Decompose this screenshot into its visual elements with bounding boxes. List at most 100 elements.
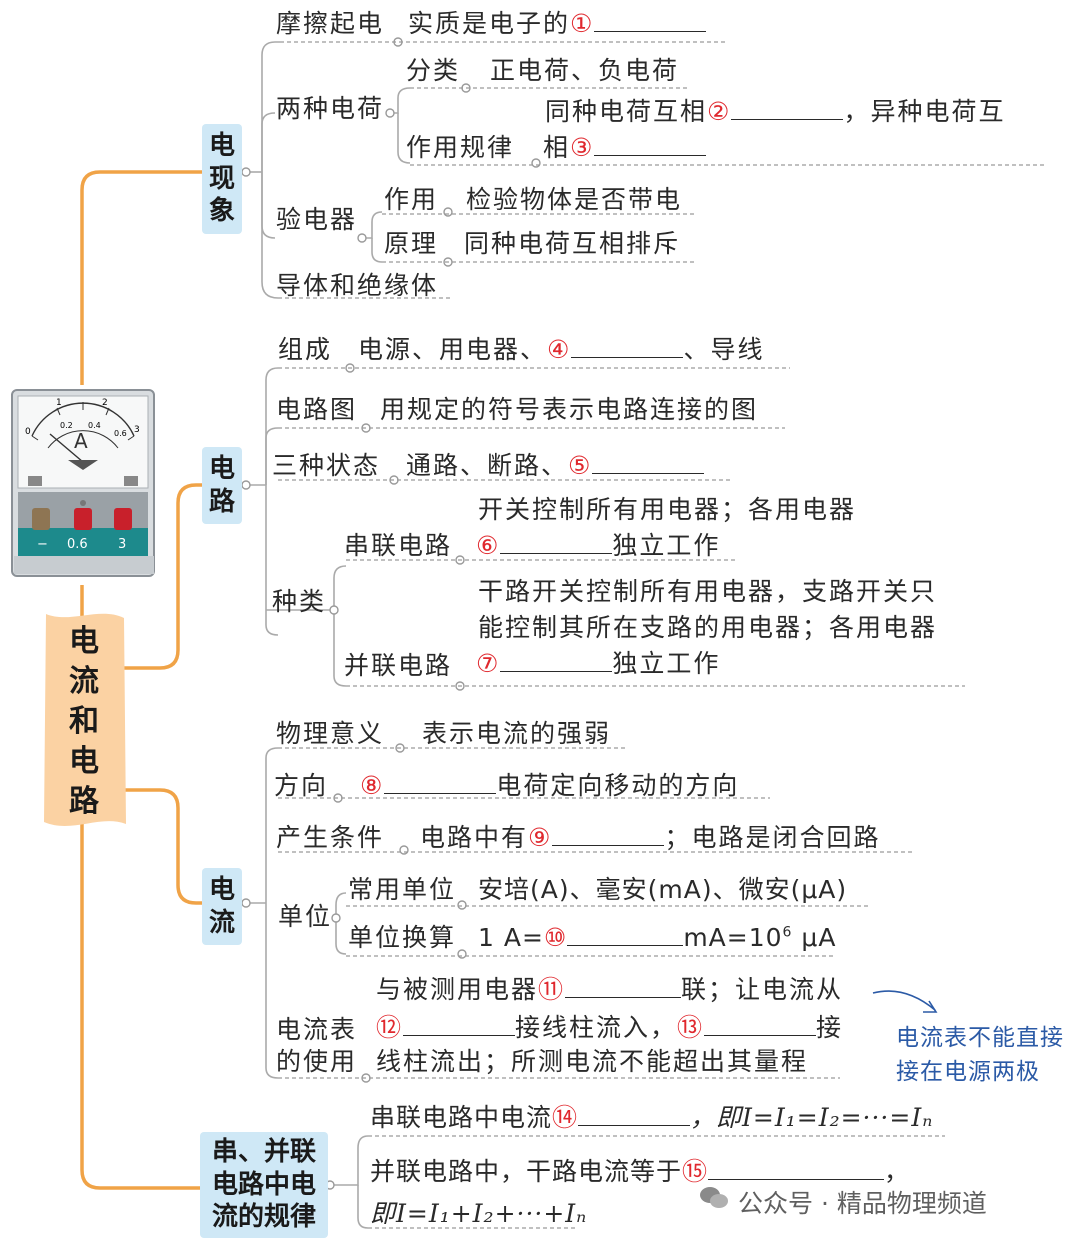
scale-label: 0.6 bbox=[114, 429, 127, 438]
composition-a: 电源、用电器、 bbox=[358, 335, 548, 364]
states-desc: 通路、断路、 bbox=[406, 451, 569, 480]
answer-blank-1 bbox=[594, 30, 707, 32]
answer-blank-12 bbox=[403, 1034, 516, 1036]
answer-blank-4 bbox=[571, 356, 684, 358]
composition-b: 、导线 bbox=[683, 335, 765, 364]
series-law: 串联电路中电流⑭ ，即I=I₁=I₂=···=Iₙ bbox=[370, 1103, 934, 1133]
blank-number-12: ⑫ bbox=[376, 1013, 404, 1042]
parallel-label: 并联电路 bbox=[344, 651, 453, 680]
scale-label: 3 bbox=[134, 425, 140, 435]
answer-blank-13 bbox=[704, 1034, 817, 1036]
electroscope-principle-label: 原理 bbox=[384, 229, 439, 258]
series-law-formula: ，即I=I₁=I₂=···=Iₙ bbox=[690, 1103, 934, 1132]
rule-text-b: ，异种电荷互 bbox=[843, 97, 1006, 126]
answer-blank-14 bbox=[578, 1124, 691, 1126]
condition-text: 电路中有⑨ ；电路是闭合回路 bbox=[420, 823, 881, 853]
answer-blank-10 bbox=[567, 944, 684, 946]
answer-blank-9 bbox=[552, 844, 665, 846]
convert-a: 1 A= bbox=[478, 923, 544, 952]
parallel-desc-line2: 能控制其所在支路的用电器；各用电器 bbox=[478, 613, 938, 642]
answer-blank-5 bbox=[592, 472, 705, 474]
ammeter-illustration: 0 1 2 3 0.2 0.4 0.6 A − 0.6 3 bbox=[11, 389, 155, 577]
ammeter-label-a: 电流表 bbox=[276, 1015, 358, 1044]
states-text: 通路、断路、⑤ bbox=[406, 451, 705, 481]
common-unit-text: 安培(A)、毫安(mA)、微安(μA) bbox=[478, 875, 848, 904]
electroscope-label: 验电器 bbox=[276, 205, 358, 234]
category-current-laws: 串、并联 电路中电 流的规律 bbox=[200, 1132, 328, 1238]
blank-number-15: ⑮ bbox=[682, 1157, 709, 1186]
common-unit-label: 常用单位 bbox=[348, 875, 457, 904]
friction-desc: 实质是电子的 bbox=[408, 9, 571, 38]
friction-text: 实质是电子的① bbox=[408, 9, 707, 39]
electroscope-principle-text: 同种电荷互相排斥 bbox=[464, 229, 681, 258]
scale-label: 0.4 bbox=[88, 421, 101, 430]
rule-text-c: 相 bbox=[543, 133, 571, 162]
parallel-independent: 独立工作 bbox=[612, 649, 721, 678]
types-label: 种类 bbox=[272, 587, 327, 616]
electroscope-use-text: 检验物体是否带电 bbox=[466, 185, 683, 214]
category-line: 电路中电 bbox=[211, 1169, 316, 1200]
convert-b: mA=10 bbox=[683, 923, 783, 952]
answer-blank-7 bbox=[500, 670, 613, 672]
ammeter-note-b: 接在电源两极 bbox=[896, 1059, 1040, 1085]
ammeter-note-a: 电流表不能直接 bbox=[896, 1025, 1064, 1051]
meaning-text: 表示电流的强弱 bbox=[422, 719, 612, 748]
condition-label: 产生条件 bbox=[276, 823, 385, 852]
convert-label: 单位换算 bbox=[348, 923, 457, 952]
central-banner-shape bbox=[44, 613, 126, 826]
series-desc-line1: 开关控制所有用电器；各用电器 bbox=[478, 495, 857, 524]
category-line: 串、并联 bbox=[211, 1137, 316, 1167]
direction-label: 方向 bbox=[274, 771, 329, 800]
condition-a: 电路中有 bbox=[420, 823, 529, 852]
central-title: 电流和电路 bbox=[69, 624, 99, 819]
blank-number-14: ⑭ bbox=[552, 1103, 579, 1132]
wechat-icon bbox=[700, 1185, 730, 1211]
circuit-diagram-text: 用规定的符号表示电路连接的图 bbox=[380, 395, 759, 424]
watermark-text: 公众号 · 精品物理频道 bbox=[738, 1189, 987, 1218]
ammeter-text-b: 联；让电流从 bbox=[681, 975, 844, 1004]
category-current: 电流 bbox=[202, 868, 242, 945]
blank-number-4: ④ bbox=[547, 335, 572, 364]
answer-blank-15 bbox=[708, 1178, 885, 1180]
blank-number-2: ② bbox=[707, 97, 732, 126]
ammeter-text-c: 接线柱流入， bbox=[515, 1013, 678, 1042]
blank-number-11: ⑪ bbox=[538, 975, 566, 1004]
parallel-law-text: 并联电路中，干路电流等于 bbox=[370, 1157, 683, 1186]
scale-label: 0.2 bbox=[60, 421, 73, 430]
series-law-text: 串联电路中电流 bbox=[370, 1103, 553, 1132]
parallel-desc-line1: 干路开关控制所有用电器，支路开关只 bbox=[478, 577, 938, 606]
charges-label: 两种电荷 bbox=[276, 94, 385, 123]
blank-number-1: ① bbox=[570, 9, 595, 38]
states-label: 三种状态 bbox=[272, 451, 381, 480]
meter-unit: A bbox=[74, 429, 88, 453]
terminal-label: − bbox=[37, 537, 48, 552]
parallel-law: 并联电路中，干路电流等于⑮， bbox=[370, 1157, 911, 1186]
friction-label: 摩擦起电 bbox=[276, 9, 385, 38]
answer-blank-6 bbox=[500, 552, 613, 554]
terminal-label: 3 bbox=[118, 537, 126, 552]
direction-desc: 电荷定向移动的方向 bbox=[496, 771, 740, 800]
composition-label: 组成 bbox=[278, 335, 333, 364]
parallel-law-formula: 即I=I₁+I₂+···+Iₙ bbox=[370, 1199, 588, 1228]
answer-blank-8 bbox=[384, 792, 497, 794]
series-independent: 独立工作 bbox=[612, 531, 721, 560]
category-electric-phenomena: 电现象 bbox=[202, 124, 242, 234]
composition-text: 电源、用电器、④ 、导线 bbox=[358, 335, 765, 365]
blank-number-9: ⑨ bbox=[528, 823, 553, 852]
interaction-rule-line2: 相③ bbox=[543, 133, 707, 163]
scale-label: 1 bbox=[56, 398, 62, 408]
interaction-rule-label: 作用规律 bbox=[406, 133, 515, 162]
blank-number-7: ⑦ bbox=[476, 649, 501, 678]
classification-label: 分类 bbox=[406, 56, 461, 85]
unit-label: 单位 bbox=[278, 902, 333, 931]
meaning-label: 物理意义 bbox=[276, 719, 385, 748]
series-label: 串联电路 bbox=[344, 531, 453, 560]
condition-b: ；电路是闭合回路 bbox=[664, 823, 881, 852]
conductors-label: 导体和绝缘体 bbox=[276, 271, 439, 300]
blank-number-13: ⑬ bbox=[677, 1013, 705, 1042]
convert-c: μA bbox=[792, 923, 837, 952]
